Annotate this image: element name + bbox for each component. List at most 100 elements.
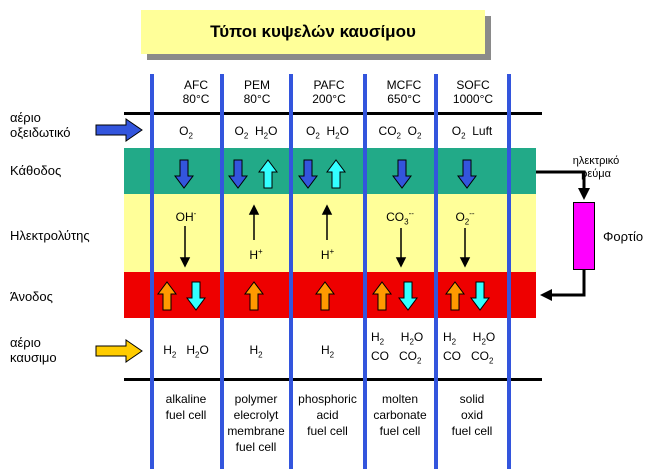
column-name: MCFC (386, 78, 422, 92)
fuel-input-arrow (95, 339, 143, 363)
description-line: solid (459, 392, 485, 406)
fuel-sofc: H2 H2O CO CO2 (443, 330, 496, 366)
fuel-pafc: H2 (320, 343, 335, 360)
description-pafc: phosphoric acid fuel cell (292, 391, 363, 439)
column-temp: 650°C (387, 92, 421, 106)
anode-up-arrow (315, 281, 335, 311)
load-label: Φορτίο (603, 229, 644, 244)
description-line: fuel cell (235, 440, 277, 454)
description-line: oxid (460, 408, 483, 422)
anode-up-arrow (372, 281, 392, 311)
circuit-wire-top (536, 170, 586, 190)
diagram-title: Τύποι κυψελών καυσίμου (141, 10, 485, 54)
column-line (363, 74, 367, 469)
current-label: ηλεκτρικό ρεύμα (556, 155, 636, 181)
column-line (507, 74, 511, 469)
description-line: acid (316, 408, 339, 422)
circuit-arrowhead-left (540, 289, 552, 301)
oxidant-pem: O2 H2O (234, 124, 278, 141)
description-line: fuel cell (307, 424, 348, 438)
column-line (289, 74, 293, 469)
column-line (150, 74, 154, 469)
ion-pafc: H+ (320, 247, 335, 262)
cathode-down-arrow (457, 159, 477, 189)
bottom-separator-line (124, 378, 542, 381)
oxidant-label-line: οξειδωτικό (10, 125, 71, 140)
description-pem: polymer elecrolyt membrane fuel cell (223, 391, 289, 455)
electrolyte-down-arrowhead (459, 257, 471, 268)
column-temp: 80°C (182, 92, 210, 106)
cathode-down-arrow (174, 159, 194, 189)
fuel-mcfc: H2 H2O CO CO2 (371, 330, 424, 366)
fuel-pem: H2 (249, 343, 263, 360)
ion-afc: OH- (175, 209, 197, 224)
cathode-down-arrow (392, 159, 412, 189)
description-line: elecrolyt (233, 408, 279, 422)
description-line: polymer (234, 392, 278, 406)
oxidant-sofc: O2 Luft (451, 124, 493, 141)
oxidant-pafc: O2 H2O (306, 124, 349, 141)
oxidant-label: αέριο οξειδωτικό (10, 110, 71, 140)
description-sofc: solid oxid fuel cell (437, 391, 507, 439)
electrolyte-up-arrowhead (248, 204, 260, 215)
anode-down-arrow (470, 281, 490, 311)
description-line: phosphoric (298, 392, 357, 406)
column-name: PEM (243, 78, 270, 92)
oxidant-label-line: αέριο (10, 110, 41, 125)
cathode-up-arrow (258, 159, 278, 189)
column-temp: 1000°C (452, 92, 494, 106)
description-line: molten (381, 392, 419, 406)
cathode-up-arrow (326, 159, 346, 189)
oxidant-mcfc: CO2 O2 (378, 124, 422, 141)
electrolyte-down-arrowhead (179, 257, 191, 268)
description-line: alkaline (165, 392, 207, 406)
top-separator-line (124, 112, 542, 115)
description-line: fuel cell (451, 424, 493, 438)
column-temp: 200°C (312, 92, 346, 106)
description-line: fuel cell (379, 424, 421, 438)
column-temp: 80°C (243, 92, 271, 106)
column-name: PAFC (313, 78, 345, 92)
oxidant-afc: O2 (179, 124, 193, 141)
description-line: fuel cell (165, 408, 207, 422)
anode-up-arrow (244, 281, 264, 311)
ion-mcfc: CO3-- (386, 209, 414, 227)
description-line: carbonate (373, 408, 427, 422)
cathode-down-arrow (298, 159, 318, 189)
column-line (220, 74, 224, 469)
ion-pem: H+ (249, 247, 263, 262)
anode-down-arrow (398, 281, 418, 311)
description-mcfc: molten carbonate fuel cell (366, 391, 434, 439)
current-label-line: ηλεκτρικό (572, 155, 620, 167)
circuit-wire-bottom (550, 270, 586, 297)
column-name: AFC (184, 78, 208, 92)
anode-label: Άνοδος (10, 289, 53, 304)
oxidant-input-arrow (95, 118, 143, 142)
fuel-label: αέριο καυσιμο (10, 335, 57, 365)
electrolyte-label: Ηλεκτρολύτης (10, 228, 90, 243)
circuit-arrowhead-down (578, 188, 590, 200)
anode-down-arrow (186, 281, 206, 311)
description-line: membrane (227, 424, 285, 438)
fuel-afc: H2 H2O (163, 343, 209, 360)
column-line (434, 74, 438, 469)
current-label-line: ρεύμα (581, 168, 611, 180)
anode-up-arrow (157, 281, 177, 311)
fuel-label-line: καυσιμο (10, 350, 57, 365)
cathode-label: Κάθοδος (10, 163, 62, 178)
ion-sofc: O2-- (455, 209, 475, 227)
electrolyte-down-arrowhead (395, 257, 407, 268)
electrolyte-up-arrowhead (321, 204, 333, 215)
anode-up-arrow (445, 281, 465, 311)
cathode-down-arrow (228, 159, 248, 189)
column-name: SOFC (456, 78, 490, 92)
description-afc: alkaline fuel cell (153, 391, 219, 423)
fuel-label-line: αέριο (10, 335, 41, 350)
load-resistor (573, 202, 595, 270)
